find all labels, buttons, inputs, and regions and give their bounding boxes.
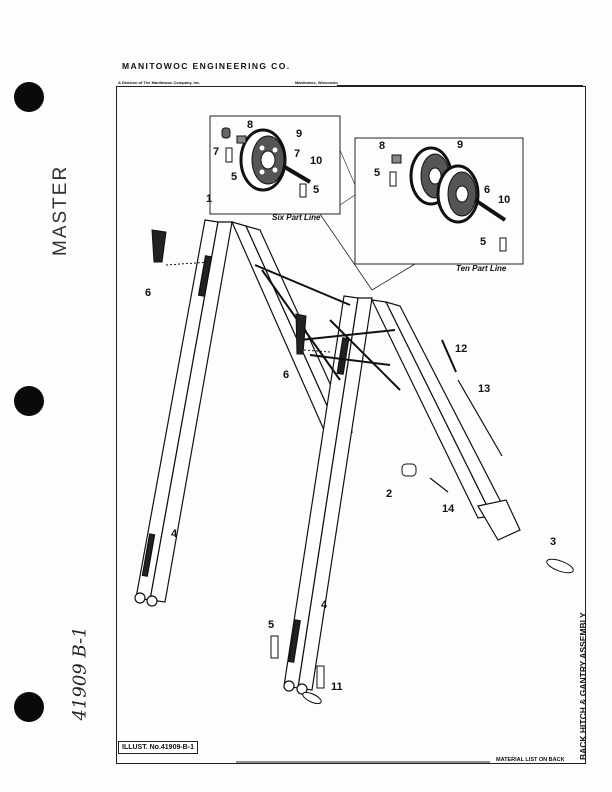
callout-5-d: 5 [480, 236, 486, 248]
punch-hole-middle [14, 386, 44, 416]
sheave-six-part [221, 127, 312, 198]
callout-10-b: 10 [498, 194, 510, 206]
division-line: A Division of The Manitowoc Company, Inc… [118, 80, 201, 85]
ten-part-inset [354, 137, 524, 265]
callout-3: 3 [550, 536, 556, 548]
punch-hole-bottom [14, 692, 44, 722]
callout-12: 12 [455, 343, 467, 355]
sheave-ten-part [389, 146, 507, 252]
punch-hole-top [14, 82, 44, 112]
loose-parts [151, 229, 574, 705]
callout-5-a: 5 [231, 171, 237, 183]
gantry-leg-right [283, 295, 521, 695]
location-line: Manitowoc, Wisconsin [295, 80, 338, 85]
drawing-title: BACK HITCH & GANTRY ASSEMBLY [578, 612, 588, 760]
callout-labels: 8 9 7 7 10 5 5 8 9 5 6 10 5 1 6 6 12 13 … [145, 119, 556, 693]
callout-8-a: 8 [247, 119, 253, 131]
callout-11: 11 [331, 681, 343, 693]
callout-2: 2 [386, 488, 392, 500]
callout-5-c: 5 [374, 167, 380, 179]
illustration-number: ILLUST. No.41909-B-1 [118, 741, 198, 754]
six-part-inset [209, 115, 341, 215]
callout-1: 1 [206, 193, 212, 205]
callout-7-a: 7 [213, 146, 219, 158]
material-list-note: MATERIAL LIST ON BACK [496, 757, 565, 763]
callout-9-a: 9 [296, 128, 302, 140]
callout-5-e: 5 [268, 619, 274, 631]
callout-6-b: 6 [283, 369, 289, 381]
callout-4-a: 4 [171, 528, 178, 540]
callout-10-a: 10 [310, 155, 322, 167]
callout-6-a: 6 [145, 287, 151, 299]
drawing-frame [116, 86, 586, 764]
callout-4-b: 4 [321, 599, 328, 611]
callout-8-b: 8 [379, 140, 385, 152]
callout-13: 13 [478, 383, 490, 395]
callout-8-c: 6 [484, 184, 490, 196]
ten-part-caption: Ten Part Line [456, 264, 507, 273]
six-part-caption: Six Part Line [272, 213, 321, 222]
company-name: MANITOWOC ENGINEERING CO. [122, 61, 291, 71]
callout-7-b: 7 [294, 148, 300, 160]
callout-14: 14 [442, 503, 455, 515]
callout-9-b: 9 [457, 139, 463, 151]
callout-5-b: 5 [313, 184, 319, 196]
